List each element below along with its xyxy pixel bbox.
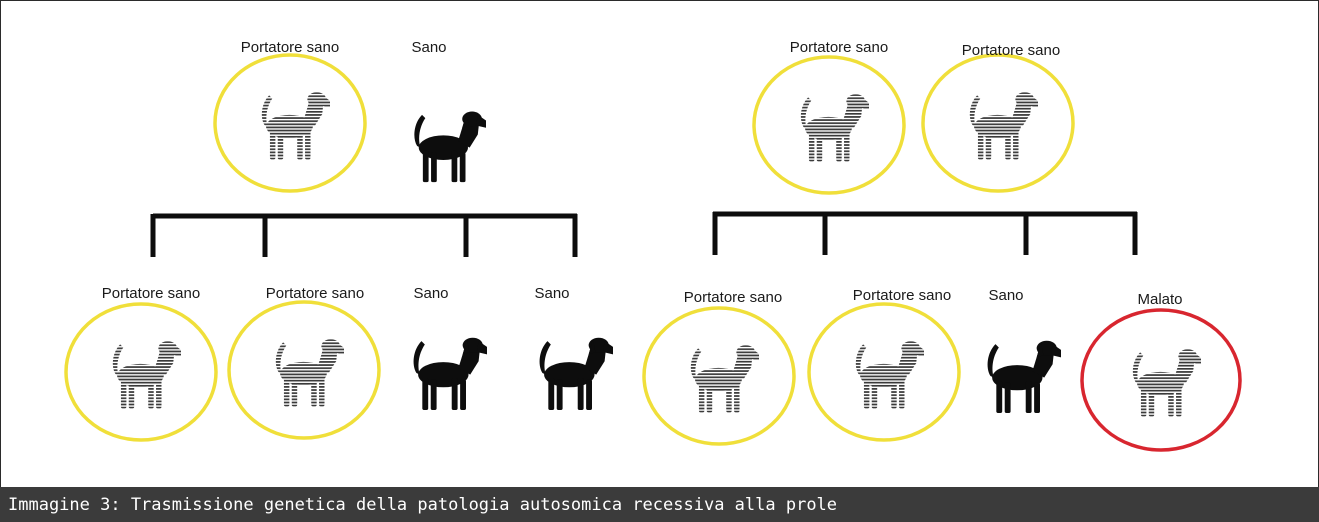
dog-silhouette-icon bbox=[539, 337, 613, 410]
inheritance-diagram: Portatore sano Sano Portatore sano Porta… bbox=[64, 39, 1242, 452]
ring-icon bbox=[1080, 308, 1242, 452]
individual-right-offspring-4: Malato bbox=[1080, 291, 1242, 452]
dog-silhouette-icon bbox=[112, 341, 181, 409]
family-connectors bbox=[150, 211, 1138, 257]
ring-icon bbox=[807, 302, 961, 442]
individual-label: Malato bbox=[1137, 291, 1182, 308]
individual-left-offspring-2: Portatore sano bbox=[227, 285, 381, 440]
individual-label: Sano bbox=[411, 39, 446, 56]
ring-icon bbox=[213, 53, 367, 193]
individual-label: Portatore sano bbox=[102, 285, 200, 302]
individual-label: Sano bbox=[413, 285, 448, 302]
dog-silhouette-icon bbox=[261, 92, 330, 160]
individual-label: Sano bbox=[988, 287, 1023, 304]
individual-label: Portatore sano bbox=[962, 42, 1060, 59]
ring-icon bbox=[642, 306, 796, 446]
individual-label: Sano bbox=[534, 285, 569, 302]
individual-left-offspring-4: Sano bbox=[534, 285, 613, 410]
individual-left-parent-2: Sano bbox=[411, 39, 486, 183]
caption-bar: Immagine 3: Trasmissione genetica della … bbox=[0, 487, 1319, 522]
dog-silhouette-icon bbox=[987, 340, 1061, 413]
individual-label: Portatore sano bbox=[853, 287, 951, 304]
dog-silhouette-icon bbox=[855, 341, 924, 409]
individual-right-parent-2: Portatore sano bbox=[921, 42, 1075, 193]
individual-label: Portatore sano bbox=[790, 39, 888, 56]
individual-right-offspring-1: Portatore sano bbox=[642, 289, 796, 446]
dog-silhouette-icon bbox=[1132, 349, 1201, 417]
figure-caption: Immagine 3: Trasmissione genetica della … bbox=[8, 495, 838, 515]
ring-icon bbox=[227, 300, 381, 440]
dog-silhouette-icon bbox=[414, 111, 486, 183]
dog-silhouette-icon bbox=[800, 94, 869, 162]
ring-icon bbox=[64, 302, 218, 442]
individual-right-offspring-2: Portatore sano bbox=[807, 287, 961, 442]
individual-label: Portatore sano bbox=[266, 285, 364, 302]
individual-right-offspring-3: Sano bbox=[987, 287, 1061, 413]
individual-left-offspring-3: Sano bbox=[413, 285, 487, 410]
individual-left-offspring-1: Portatore sano bbox=[64, 285, 218, 442]
ring-icon bbox=[921, 53, 1075, 193]
individual-right-parent-1: Portatore sano bbox=[752, 39, 906, 195]
individual-label: Portatore sano bbox=[684, 289, 782, 306]
dog-silhouette-icon bbox=[413, 337, 487, 410]
individual-left-parent-1: Portatore sano bbox=[213, 39, 367, 193]
dog-silhouette-icon bbox=[690, 345, 759, 413]
figure: Portatore sano Sano Portatore sano Porta… bbox=[0, 0, 1319, 488]
dog-silhouette-icon bbox=[969, 92, 1038, 160]
individual-label: Portatore sano bbox=[241, 39, 339, 56]
ring-icon bbox=[752, 55, 906, 195]
dog-silhouette-icon bbox=[275, 339, 344, 407]
